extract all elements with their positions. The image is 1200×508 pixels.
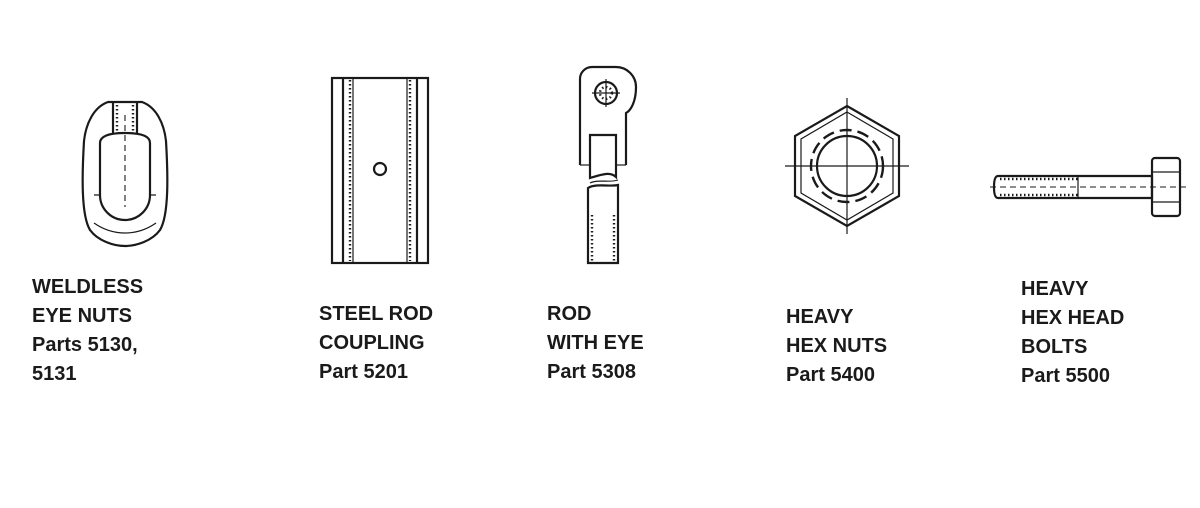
steel-rod-coupling-drawing bbox=[330, 76, 430, 265]
label-heavy-hex-nuts: HEAVY HEX NUTS Part 5400 bbox=[786, 303, 887, 390]
label-line: ROD bbox=[547, 303, 592, 325]
label-line: HEAVY bbox=[786, 306, 854, 328]
label-line: EYE NUTS bbox=[32, 305, 133, 327]
label-line: Part 5400 bbox=[786, 364, 875, 386]
label-line: WITH EYE bbox=[547, 332, 644, 354]
label-steel-rod-coupling: STEEL ROD COUPLING Part 5201 bbox=[319, 300, 433, 387]
label-line: HEX HEAD bbox=[1021, 307, 1125, 329]
label-line: HEX NUTS bbox=[786, 335, 888, 357]
label-heavy-hex-head-bolts: HEAVY HEX HEAD BOLTS Part 5500 bbox=[1021, 275, 1124, 391]
weldless-eye-nut-drawing bbox=[81, 100, 169, 248]
label-line: Part 5500 bbox=[1021, 365, 1110, 387]
label-line: COUPLING bbox=[319, 332, 425, 354]
label-rod-with-eye: ROD WITH EYE Part 5308 bbox=[547, 300, 644, 387]
label-line: BOLTS bbox=[1021, 336, 1088, 358]
label-weldless-eye-nuts: WELDLESS EYE NUTS Parts 5130, 5131 bbox=[32, 273, 143, 389]
label-line: Part 5308 bbox=[547, 361, 636, 383]
label-line: WELDLESS bbox=[32, 276, 144, 298]
label-line: Part 5201 bbox=[319, 361, 408, 383]
heavy-hex-nut-drawing bbox=[785, 98, 909, 234]
rod-with-eye-drawing bbox=[578, 65, 638, 265]
label-line: 5131 bbox=[32, 363, 77, 385]
label-line: STEEL ROD bbox=[319, 303, 434, 325]
heavy-hex-head-bolt-drawing bbox=[990, 156, 1188, 218]
label-line: HEAVY bbox=[1021, 278, 1089, 300]
label-line: Parts 5130, bbox=[32, 334, 138, 356]
